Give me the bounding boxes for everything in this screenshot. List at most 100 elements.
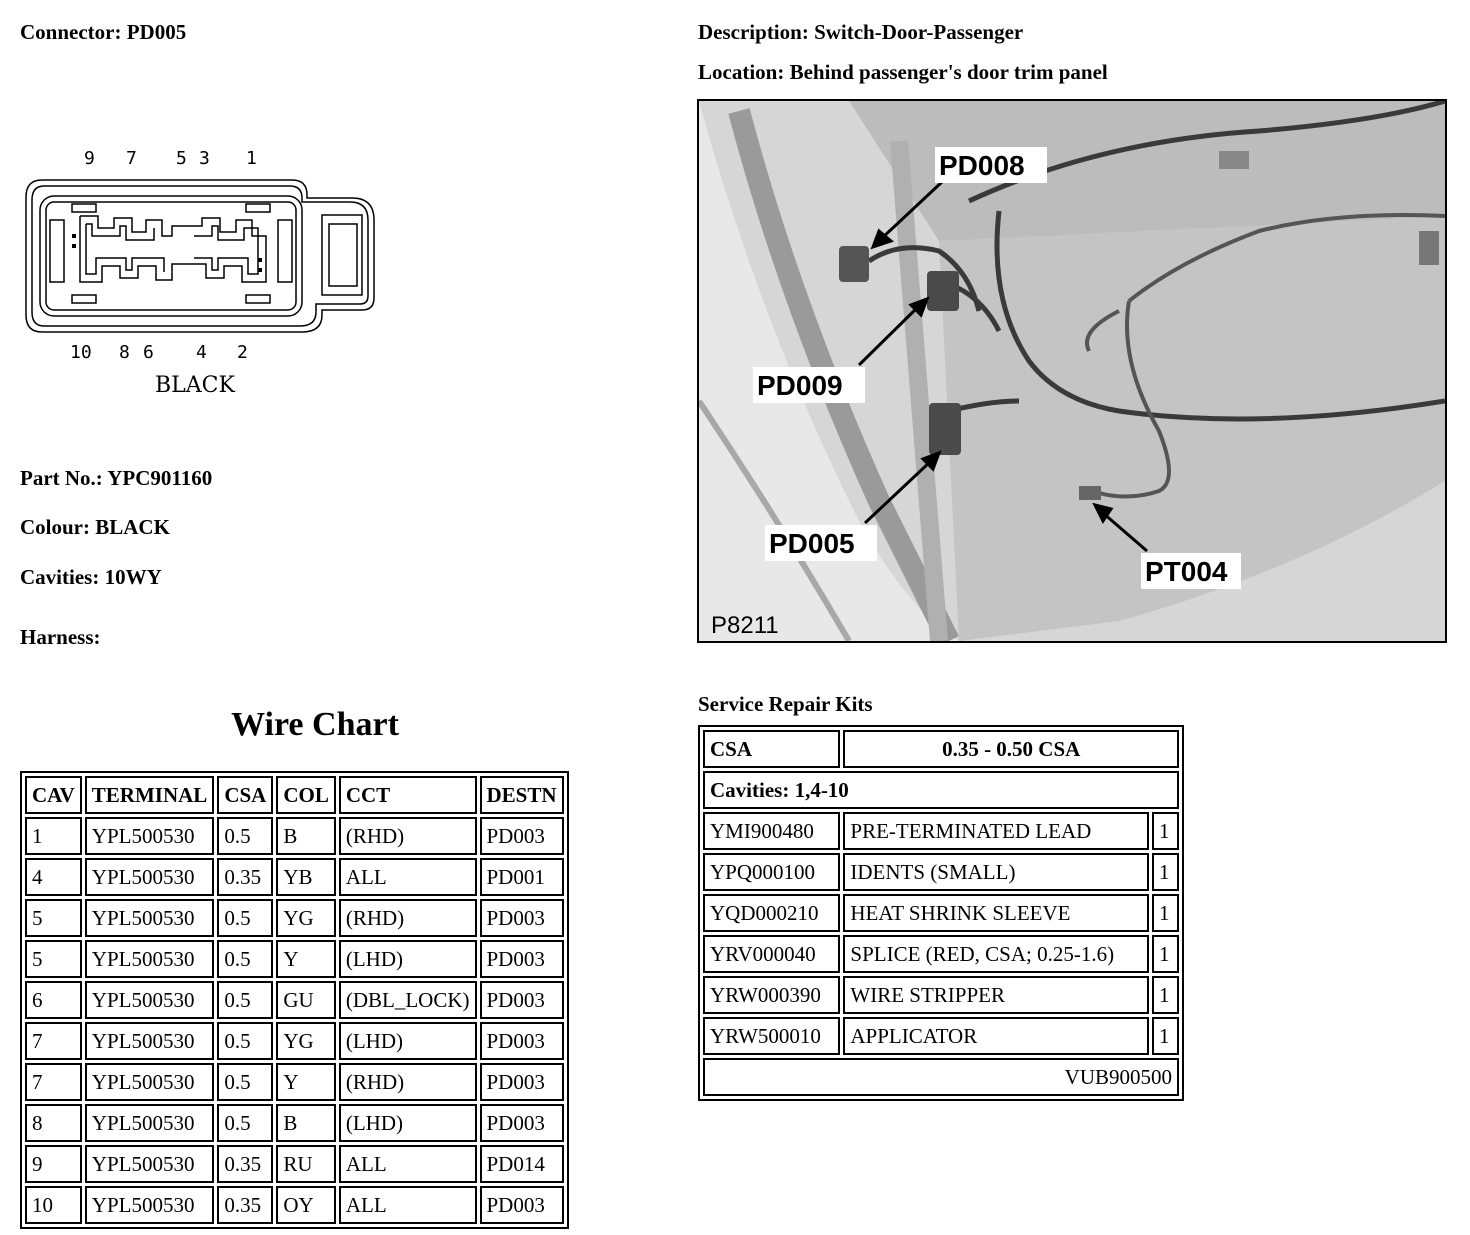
pin-number-bottom: 8 [119,342,130,363]
table-cell: Y [276,940,336,978]
table-cell: GU [276,981,336,1019]
table-cell: Y [276,1063,336,1101]
table-cell: 0.35 [217,858,274,896]
connector-colour-label: BLACK [155,373,235,398]
kit-part-number: YRV000040 [703,935,841,973]
column-header: CCT [338,776,477,814]
table-cell: PD003 [479,1186,564,1224]
pin-number-top: 1 [246,148,257,169]
column-header: CSA [217,776,274,814]
kit-item-description: PRE-TERMINATED LEAD [843,812,1150,850]
table-cell: YPL500530 [84,858,215,896]
table-cell: 0.5 [217,1063,274,1101]
table-cell: 0.35 [217,1145,274,1183]
table-cell: 4 [25,858,82,896]
table-cell: 9 [25,1145,82,1183]
table-cell: 5 [25,899,82,937]
table-cell: 8 [25,1104,82,1142]
kit-part-number: YPQ000100 [703,853,841,891]
table-cell: 6 [25,981,82,1019]
table-cell: B [276,1104,336,1142]
kit-item-quantity: 1 [1152,935,1179,973]
table-cell: (RHD) [338,899,477,937]
pin-number-bottom: 2 [237,342,248,363]
table-cell: PD003 [479,1063,564,1101]
table-cell: ALL [338,858,477,896]
pin-number-top: 3 [199,148,210,169]
table-cell: 7 [25,1022,82,1060]
pin-number-top: 7 [126,148,137,169]
kit-item-description: HEAT SHRINK SLEEVE [843,894,1150,932]
callout-pt004: PT004 [1145,556,1228,587]
location-photo: PD008 PD009 PD005 PT004 P8211 [697,99,1447,643]
table-cell: ALL [338,1145,477,1183]
table-cell: 1 [25,817,82,855]
table-cell: YPL500530 [84,940,215,978]
kit-cavities-cell: Cavities: 1,4-10 [703,771,1179,809]
kit-part-number: YMI900480 [703,812,841,850]
pin-number-bottom: 4 [196,342,207,363]
connector-face-diagram: 9 7 5 3 1 10 8 6 4 2 BLACK [25,148,375,398]
part-number-label: Part No.: YPC901160 [20,466,213,490]
table-cell: (DBL_LOCK) [338,981,477,1019]
table-cell: (RHD) [338,1063,477,1101]
callout-pd008: PD008 [939,150,1025,181]
kit-item-description: APPLICATOR [843,1017,1150,1055]
table-cell: YPL500530 [84,1022,215,1060]
table-cell: YPL500530 [84,1063,215,1101]
table-cell: ALL [338,1186,477,1224]
table-cell: YB [276,858,336,896]
table-cell: YPL500530 [84,899,215,937]
table-row: CSA 0.35 - 0.50 CSA [703,730,1179,768]
table-cell: PD014 [479,1145,564,1183]
kit-part-number: YRW500010 [703,1017,841,1055]
table-cell: YPL500530 [84,981,215,1019]
table-cell: PD003 [479,899,564,937]
kit-item-quantity: 1 [1152,1017,1179,1055]
table-cell: 7 [25,1063,82,1101]
table-cell: PD003 [479,1022,564,1060]
kit-item-quantity: 1 [1152,976,1179,1014]
table-cell: (LHD) [338,940,477,978]
kit-item-quantity: 1 [1152,894,1179,932]
csa-value-cell: 0.35 - 0.50 CSA [843,730,1179,768]
kit-part-number: YQD000210 [703,894,841,932]
column-header: COL [276,776,336,814]
kit-item-description: WIRE STRIPPER [843,976,1150,1014]
location-label: Location: Behind passenger's door trim p… [698,60,1108,84]
table-cell: B [276,817,336,855]
table-cell: 5 [25,940,82,978]
column-header: DESTN [479,776,564,814]
column-header: TERMINAL [84,776,215,814]
colour-label: Colour: BLACK [20,515,170,539]
figure-id: P8211 [711,612,779,639]
wire-chart-title: Wire Chart [231,706,399,743]
table-cell: YG [276,1022,336,1060]
table-cell: 0.5 [217,899,274,937]
table-cell: 0.5 [217,1022,274,1060]
table-cell: 0.5 [217,981,274,1019]
csa-label-cell: CSA [703,730,841,768]
table-cell: PD003 [479,981,564,1019]
kit-item-quantity: 1 [1152,812,1179,850]
table-cell: YPL500530 [84,1145,215,1183]
kit-item-description: IDENTS (SMALL) [843,853,1150,891]
description-label: Description: Switch-Door-Passenger [698,20,1024,44]
callout-pd005: PD005 [769,528,855,559]
pin-number-top: 9 [84,148,95,169]
table-cell: PD003 [479,817,564,855]
